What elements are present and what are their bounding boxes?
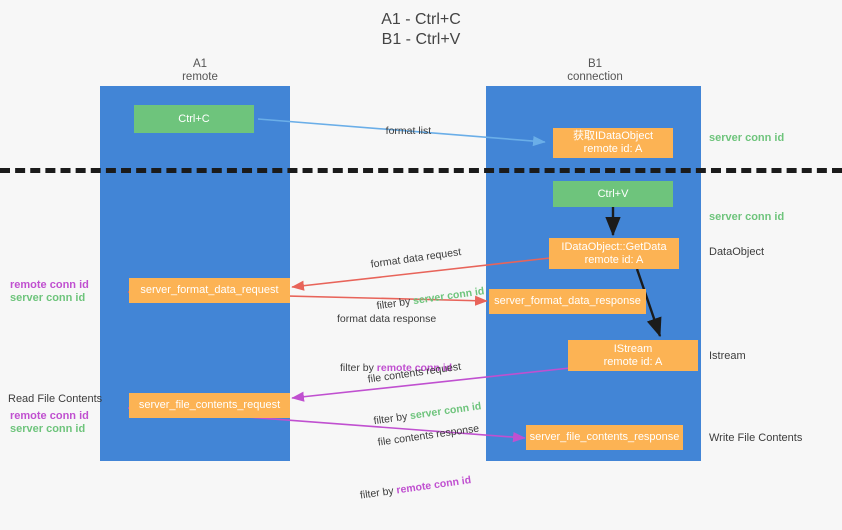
box-istream[interactable]: IStream remote id: A	[568, 340, 698, 371]
right-label-server-conn-id-top: server conn id	[709, 132, 785, 144]
edge-label-file-contents-response-line1: file contents response	[377, 422, 480, 449]
box-server-file-contents-response-label: server_file_contents_response	[529, 431, 680, 443]
edge-label-format-data-response: format data response filter by remote co…	[337, 284, 452, 403]
box-ctrl-v-line1: Ctrl+V	[597, 187, 629, 200]
box-server-format-data-request[interactable]: server_format_data_request	[129, 278, 290, 303]
right-label-server-conn-id-mid: server conn id	[709, 211, 785, 223]
phase-divider	[0, 168, 842, 173]
lane-b1-sub: connection	[567, 71, 623, 83]
left-label-remote-conn-id-upper: remote conn id	[10, 279, 89, 291]
filter-value-remote-conn-id: remote conn id	[395, 474, 472, 497]
right-label-write-file-contents: Write File Contents	[709, 432, 803, 444]
filter-value-remote-conn-id: remote conn id	[376, 362, 453, 374]
left-label-server-conn-id-lower: server conn id	[10, 423, 86, 435]
edge-label-file-contents-response-line2: filter by remote conn id	[359, 471, 487, 503]
box-get-idataobject-line2: remote id: A	[583, 143, 643, 155]
filter-prefix: filter by	[359, 484, 398, 502]
right-label-dataobject: DataObject	[709, 246, 765, 258]
box-get-idataobject-line1: 获取IDataObject	[572, 130, 654, 142]
right-label-istream: Istream	[709, 350, 746, 362]
left-label-remote-conn-id-lower: remote conn id	[10, 410, 89, 422]
box-server-format-data-response-label: server_format_data_response	[494, 295, 641, 307]
edge-label-format-data-request-line1: format data request	[370, 246, 462, 271]
box-server-format-data-request-label: server_format_data_request	[140, 284, 279, 296]
title-line-2: B1 - Ctrl+V	[381, 31, 461, 48]
box-idataobject-getdata-line1: IDataObject::GetData	[561, 240, 667, 253]
box-idataobject-getdata-line2: remote id: A	[584, 253, 644, 266]
lane-a1-sub: remote	[182, 71, 218, 83]
lane-a1-name: A1	[192, 58, 208, 70]
left-label-server-conn-id-upper: server conn id	[10, 292, 86, 304]
page-title: A1 - Ctrl+C B1 - Ctrl+V	[0, 10, 842, 50]
box-ctrl-c-line1: Ctrl+C	[178, 112, 210, 125]
edge-label-format-data-response-line1: format data response	[337, 313, 437, 325]
box-ctrl-v[interactable]: Ctrl+V	[553, 181, 673, 207]
box-get-idataobject[interactable]: 获取IDataObject remote id: A	[553, 128, 673, 158]
edge-label-format-list: format list	[374, 110, 432, 152]
box-server-format-data-response[interactable]: server_format_data_response	[489, 289, 646, 314]
edge-label-format-list-text: format list	[385, 125, 432, 137]
title-line-1: A1 - Ctrl+C	[381, 11, 461, 28]
edge-label-file-contents-response: file contents response filter by remote …	[359, 394, 491, 527]
edge-label-file-contents-request-line1: file contents request	[367, 360, 462, 386]
filter-prefix: filter by	[340, 362, 377, 374]
box-server-file-contents-request-label: server_file_contents_request	[138, 399, 281, 411]
box-server-file-contents-response[interactable]: server_file_contents_response	[526, 425, 683, 450]
box-server-file-contents-request[interactable]: server_file_contents_request	[129, 393, 290, 418]
box-idataobject-getdata[interactable]: IDataObject::GetData remote id: A	[549, 238, 679, 269]
box-ctrl-c[interactable]: Ctrl+C	[134, 105, 254, 133]
box-istream-line2: remote id: A	[603, 355, 663, 368]
lane-b1-name: B1	[587, 58, 603, 70]
edge-label-format-data-response-line2: filter by remote conn id	[340, 361, 452, 375]
box-istream-line1: IStream	[613, 342, 653, 355]
left-label-read-file-contents: Read File Contents	[8, 393, 103, 405]
